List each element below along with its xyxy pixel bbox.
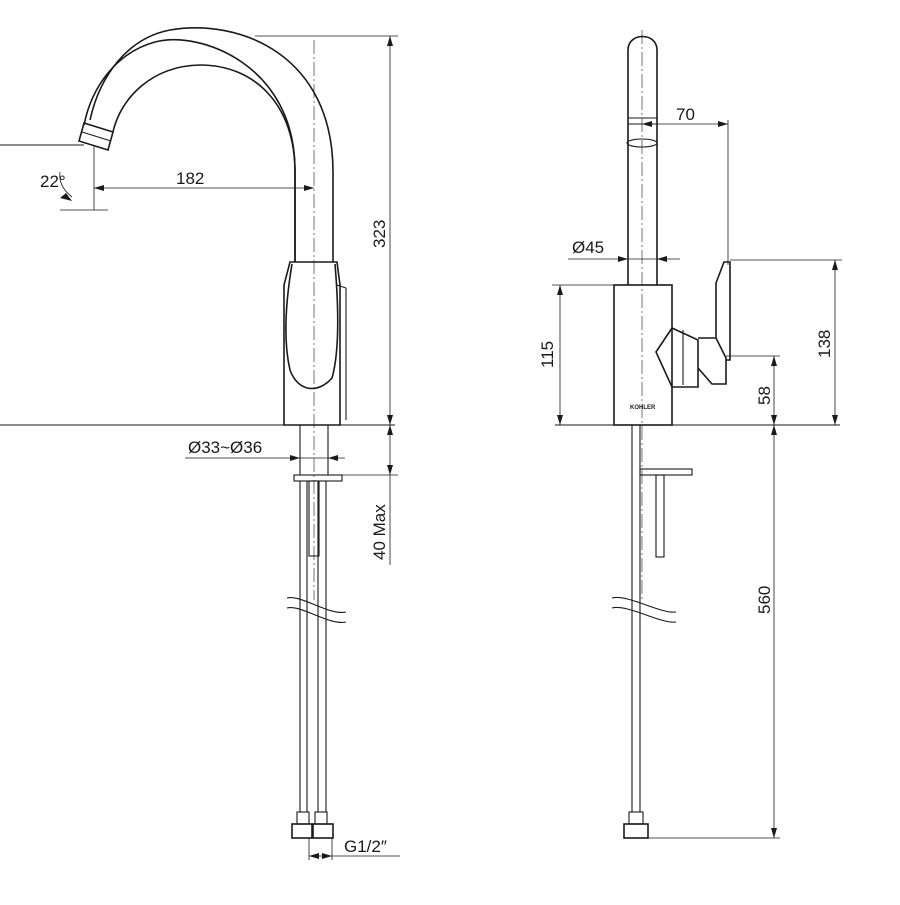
fitting-left [291,823,313,839]
outlet-arrow-bottom [771,415,777,425]
side-mounting-plate [639,468,693,476]
lever-neck [697,337,727,385]
fitting-left-nut [296,811,310,825]
lever-offset-label: 70 [676,105,695,124]
reach-arrow-left [94,185,104,191]
outlet-arrow-top [771,356,777,366]
hole-arrow-right [328,455,338,461]
front-spout [78,27,334,262]
hose-length-label: 560 [755,586,774,614]
hose-arrow-bottom [771,828,777,838]
spout-inner-edge [112,64,296,262]
offset-arrow-right [718,121,728,127]
side-break-line-bottom [611,606,677,623]
spout-outer-edge [89,27,334,262]
height-arrow-top [387,36,393,46]
reach-arrow-right [304,185,314,191]
diameter-arrow-right [657,256,667,262]
dim-connection-thread: G1/2″ [308,837,400,860]
dim-hose-length: 560 [648,425,780,839]
outlet-height-label: 58 [755,386,774,405]
offset-arrow-left [642,121,652,127]
break-line-top [286,597,347,613]
spout-angle-label: 22° [40,172,66,191]
dim-outlet-height: 58 [726,355,780,425]
body-arrow-top [557,285,563,295]
dim-body-height: 115 [538,284,614,425]
front-body [283,261,347,426]
hose-arrow-top [771,425,777,435]
aerator-ring [81,131,112,142]
lever-height-label: 138 [815,330,834,358]
mounting-plate [293,474,343,482]
side-fitting [623,823,649,839]
front-under-deck [286,425,347,839]
side-fitting-nut [628,811,644,825]
lever-blade [715,261,731,361]
lever-arrow-top [832,260,838,270]
mounting-stud [308,480,320,557]
side-break-line-top [611,596,677,613]
fitting-right [312,823,334,839]
total-height-label: 323 [370,220,389,248]
spout-diameter-label: Ø45 [572,238,604,257]
lever-edge [336,284,347,289]
body-arrow-bottom [557,415,563,425]
side-spout [626,35,658,285]
front-view: 22° 182 323 Ø33~Ø36 [0,27,400,860]
side-under-deck [611,425,693,839]
lever-outline [285,263,339,390]
spout-column [627,35,658,285]
thread-arrow-left [309,853,319,859]
height-arrow-bottom [387,415,393,425]
dim-spout-diameter: Ø45 [568,238,680,262]
lever-arrow-bottom [832,415,838,425]
dim-hole-diameter: Ø33~Ø36 [185,425,345,462]
dim-lever-height: 138 [730,259,842,425]
deck-thickness-label: 40 Max [370,504,389,560]
deck-arrow-bottom [387,465,393,475]
dim-total-height: 323 [255,35,398,425]
dim-spout-angle: 22° [40,145,108,211]
break-line-bottom [286,607,347,623]
side-lever [655,261,731,388]
spout-reach-label: 182 [176,169,204,188]
spout-outer-curve [83,38,296,262]
deck-arrow-top [387,425,393,435]
brand-mark: KOHLER [630,405,656,411]
spout-aerator [78,121,114,152]
side-body [613,284,673,426]
side-view: KOHLER 70 [538,30,842,839]
connection-thread-label: G1/2″ [344,837,387,856]
dim-deck-thickness: 40 Max [342,425,398,565]
body-outline [283,261,341,426]
fitting-right-nut [314,811,328,825]
diameter-arrow-left [618,256,628,262]
side-mounting-stud [655,474,665,558]
body-height-label: 115 [538,341,557,368]
hole-arrow-left [290,455,300,461]
thread-arrow-right [322,853,332,859]
angle-arrow [60,193,72,201]
angle-arc [59,171,73,198]
hole-diameter-label: Ø33~Ø36 [188,438,262,457]
dim-spout-reach: 182 [94,169,314,191]
dim-lever-offset: 70 [642,105,729,265]
lever-hub [655,327,699,388]
